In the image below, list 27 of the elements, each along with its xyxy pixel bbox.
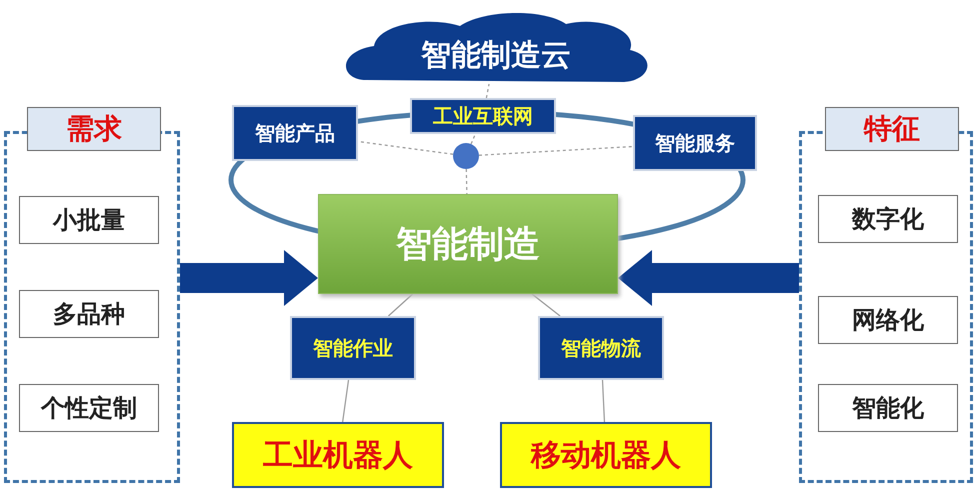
label-box: 智能产品 xyxy=(232,105,358,161)
item-box: 数字化 xyxy=(818,195,958,243)
item-box: 个性定制 xyxy=(19,384,159,432)
connector-line xyxy=(478,146,634,156)
connector-line xyxy=(342,380,350,422)
block-arrow xyxy=(618,250,799,306)
label-box: 智能作业 xyxy=(290,316,416,380)
label-box: 智能服务 xyxy=(633,115,757,171)
item-box: 多品种 xyxy=(19,290,159,338)
item-box: 网络化 xyxy=(818,296,958,344)
item-box: 智能化 xyxy=(818,384,958,432)
connector-line xyxy=(532,294,560,316)
connector-line xyxy=(602,380,606,422)
label-box: 工业互联网 xyxy=(410,98,556,134)
panel-heading: 需求 xyxy=(27,107,161,151)
label-box: 移动机器人 xyxy=(500,422,712,488)
center-box: 智能制造 xyxy=(318,194,618,294)
block-arrow xyxy=(180,250,318,306)
hub-circle xyxy=(453,143,479,169)
panel-heading: 特征 xyxy=(825,107,959,151)
label-box: 智能物流 xyxy=(538,316,664,380)
connector-line xyxy=(470,134,476,144)
item-box: 小批量 xyxy=(19,196,159,244)
connector-line xyxy=(388,294,414,316)
label-box: 工业机器人 xyxy=(232,422,444,488)
connector-line xyxy=(486,84,490,98)
connector-line xyxy=(466,168,468,194)
